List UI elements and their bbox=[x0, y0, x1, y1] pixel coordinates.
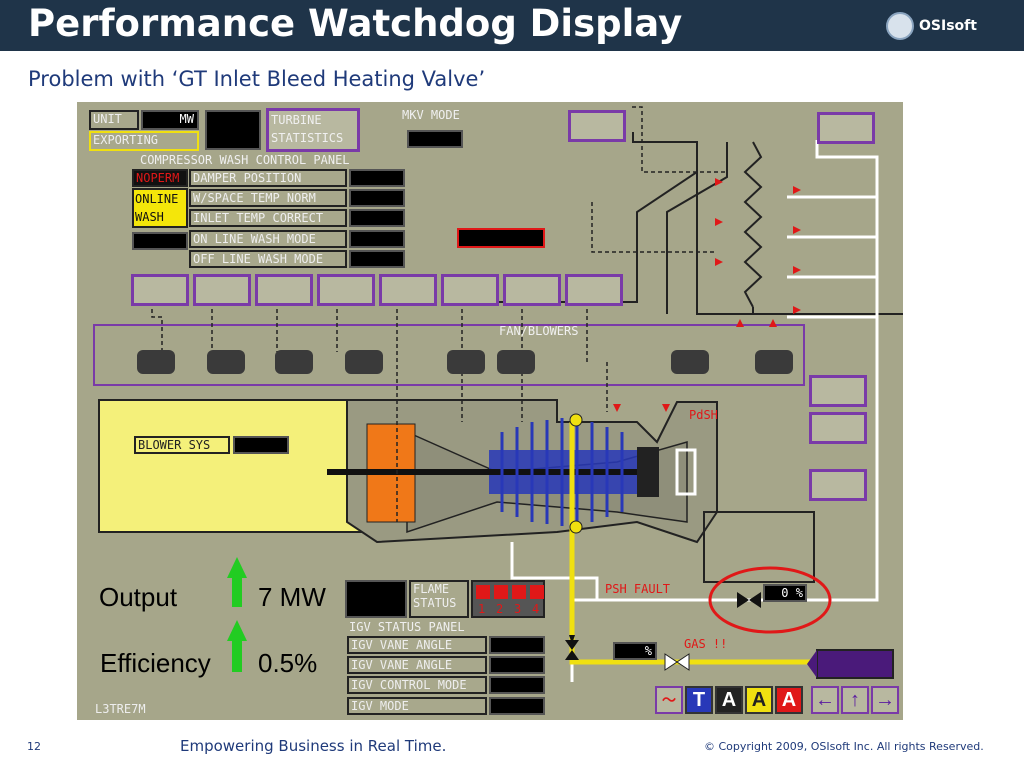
wash-row-1: DAMPER POSITION bbox=[189, 169, 347, 187]
inlet-button[interactable] bbox=[568, 110, 626, 142]
fan-button-7[interactable] bbox=[503, 274, 561, 306]
mkv-mode-label: MKV MODE bbox=[402, 108, 460, 122]
blower-sys-value bbox=[233, 436, 289, 454]
trend-button[interactable]: 〜 bbox=[655, 686, 683, 714]
wash-row-3: INLET TEMP CORRECT bbox=[189, 209, 347, 227]
hmi-screen: UNIT MW EXPORTING TURBINE STATISTICS MKV… bbox=[77, 102, 903, 720]
noperm-status: NOPERM bbox=[132, 169, 188, 187]
side-button-2[interactable] bbox=[809, 412, 867, 444]
up-arrow-button[interactable]: ↑ bbox=[841, 686, 869, 714]
fan-button-8[interactable] bbox=[565, 274, 623, 306]
toolbar-button-a2[interactable]: A bbox=[745, 686, 773, 714]
title-bar: Performance Watchdog Display OSIsoft bbox=[0, 0, 1024, 51]
igv-value-1 bbox=[489, 636, 545, 654]
wash-value-4 bbox=[349, 230, 405, 248]
turbine-statistics-line2: STATISTICS bbox=[271, 131, 344, 145]
page-number: 12 bbox=[27, 740, 41, 753]
flame-num-4: 4 bbox=[532, 602, 540, 616]
status-display bbox=[205, 110, 261, 150]
igv-value-3 bbox=[489, 676, 545, 694]
psh-fault-label: PSH FAULT bbox=[605, 582, 671, 596]
wash-row-4: ON LINE WASH MODE bbox=[189, 230, 347, 248]
valve-value: 0 bbox=[781, 586, 789, 600]
left-arrow-button[interactable]: ← bbox=[811, 686, 839, 714]
output-value: 7 MW bbox=[258, 582, 326, 612]
toolbar-button-a1[interactable]: A bbox=[715, 686, 743, 714]
logo-text: OSIsoft bbox=[919, 18, 977, 34]
side-button-1[interactable] bbox=[809, 375, 867, 407]
igv-row-2: IGV VANE ANGLE bbox=[347, 656, 487, 674]
logo-globe-icon bbox=[886, 12, 914, 40]
igv-value-2 bbox=[489, 656, 545, 674]
online-wash-button[interactable]: ONLINE WASH bbox=[132, 188, 188, 228]
wash-panel-title: COMPRESSOR WASH CONTROL PANEL bbox=[140, 153, 350, 167]
wash-row-2: W/SPACE TEMP NORM bbox=[189, 189, 347, 207]
exporting-status: EXPORTING bbox=[89, 131, 199, 151]
stack-button[interactable] bbox=[817, 112, 875, 144]
output-label: Output bbox=[99, 582, 178, 612]
blower-sys-label: BLOWER SYS bbox=[134, 436, 230, 454]
flame-indicators: 1 2 3 4 bbox=[471, 580, 545, 618]
wash-row-5: OFF LINE WASH MODE bbox=[189, 250, 347, 268]
turbine-statistics-button[interactable]: TURBINE STATISTICS bbox=[266, 108, 360, 152]
valve-unit: % bbox=[795, 586, 803, 600]
wash-mode-value bbox=[132, 232, 188, 250]
igv-row-1: IGV VANE ANGLE bbox=[347, 636, 487, 654]
flame-num-1: 1 bbox=[478, 602, 486, 616]
wash-value-5 bbox=[349, 250, 405, 268]
flame-status-line2: STATUS bbox=[413, 596, 457, 610]
unit-label: UNIT bbox=[89, 110, 139, 130]
osisoft-logo: OSIsoft bbox=[886, 12, 986, 42]
trend-icon: 〜 bbox=[662, 692, 676, 708]
flame-status-line1: FLAME bbox=[413, 582, 450, 596]
online-wash-line2: WASH bbox=[135, 210, 164, 224]
toolbar-button-t[interactable]: T bbox=[685, 686, 713, 714]
flame-indicator-3 bbox=[512, 585, 526, 599]
side-button-3[interactable] bbox=[809, 469, 867, 501]
wash-value-2 bbox=[349, 189, 405, 207]
igv-panel-title: IGV STATUS PANEL bbox=[349, 620, 465, 634]
flame-indicator-4 bbox=[530, 585, 544, 599]
fan-button-3[interactable] bbox=[255, 274, 313, 306]
igv-row-4: IGV MODE bbox=[347, 697, 487, 715]
flame-indicator-1 bbox=[476, 585, 490, 599]
flame-num-3: 3 bbox=[514, 602, 522, 616]
footer-copyright: © Copyright 2009, OSIsoft Inc. All right… bbox=[704, 740, 984, 753]
flame-indicator-2 bbox=[494, 585, 508, 599]
fan-button-6[interactable] bbox=[441, 274, 499, 306]
right-arrow-button[interactable]: → bbox=[871, 686, 899, 714]
toolbar-button-a3[interactable]: A bbox=[775, 686, 803, 714]
flame-num-2: 2 bbox=[496, 602, 504, 616]
valve-position-readout: 0 % bbox=[763, 584, 807, 602]
hmi-graphics bbox=[93, 106, 903, 682]
pdsh-label: PdSH bbox=[689, 408, 718, 422]
slide-title: Performance Watchdog Display bbox=[28, 2, 683, 45]
fan-button-4[interactable] bbox=[317, 274, 375, 306]
flame-display bbox=[345, 580, 407, 618]
slide-subtitle: Problem with ‘GT Inlet Bleed Heating Val… bbox=[28, 67, 486, 91]
gas-alarm-label: GAS !! bbox=[684, 637, 728, 651]
flame-status-label: FLAME STATUS bbox=[409, 580, 469, 618]
igv-row-3: IGV CONTROL MODE bbox=[347, 676, 487, 694]
fan-button-1[interactable] bbox=[131, 274, 189, 306]
online-wash-line1: ONLINE bbox=[135, 192, 179, 206]
wash-value-1 bbox=[349, 169, 405, 187]
igv-value-4 bbox=[489, 697, 545, 715]
gas-valve-readout: % bbox=[613, 642, 657, 660]
fan-button-2[interactable] bbox=[193, 274, 251, 306]
alarm-display bbox=[457, 228, 545, 248]
fan-blowers-label: FAN/BLOWERS bbox=[499, 324, 579, 338]
turbine-statistics-line1: TURBINE bbox=[271, 113, 322, 127]
footer-tagline: Empowering Business in Real Time. bbox=[180, 737, 447, 755]
wash-value-3 bbox=[349, 209, 405, 227]
efficiency-value: 0.5% bbox=[258, 648, 318, 678]
fan-button-5[interactable] bbox=[379, 274, 437, 306]
efficiency-label: Efficiency bbox=[100, 648, 211, 678]
screen-id: L3TRE7M bbox=[95, 702, 146, 716]
mkv-mode-value bbox=[407, 130, 463, 148]
unit-value: MW bbox=[141, 110, 199, 130]
